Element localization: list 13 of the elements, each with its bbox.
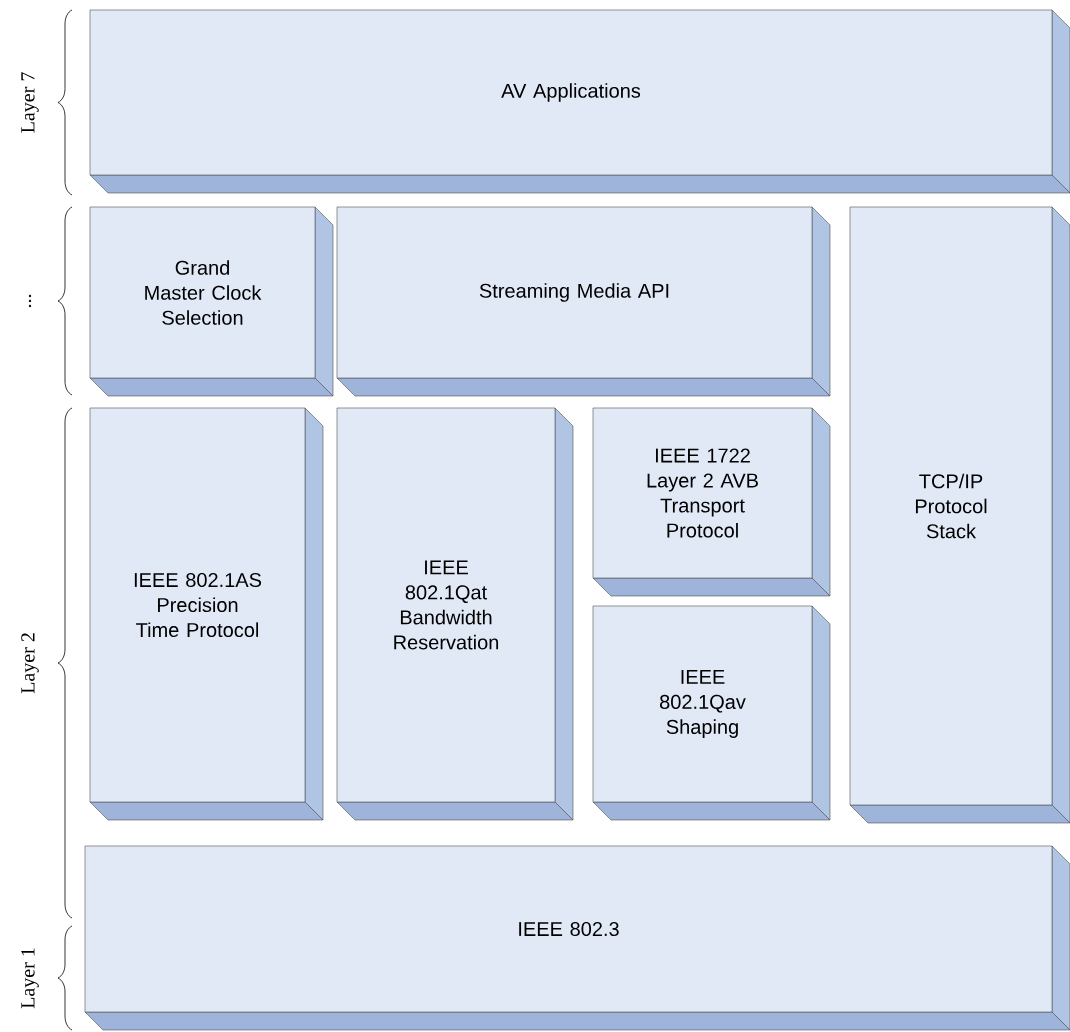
layer-box: TCP/IP Protocol Stack — [849, 206, 1070, 824]
layer-label: Layer 7 — [21, 72, 39, 133]
layer-box: IEEE 802.3 — [84, 845, 1070, 1031]
layer-box: Streaming Media API — [336, 206, 831, 397]
layer-label: Layer 1 — [21, 948, 39, 1009]
layer-box: IEEE 802.1Qav Shaping — [592, 605, 831, 821]
layer-label: Layer 2 — [21, 633, 39, 694]
layer-label: ... — [28, 294, 32, 308]
layer-box: IEEE 1722 Layer 2 AVB Transport Protocol — [592, 407, 831, 597]
layer-box: IEEE 802.1Qat Bandwidth Reservation — [336, 407, 574, 821]
layer-box: Grand Master Clock Selection — [89, 206, 334, 397]
layer-box: IEEE 802.1AS Precision Time Protocol — [89, 407, 324, 821]
layer-box: AV Applications — [89, 9, 1070, 194]
